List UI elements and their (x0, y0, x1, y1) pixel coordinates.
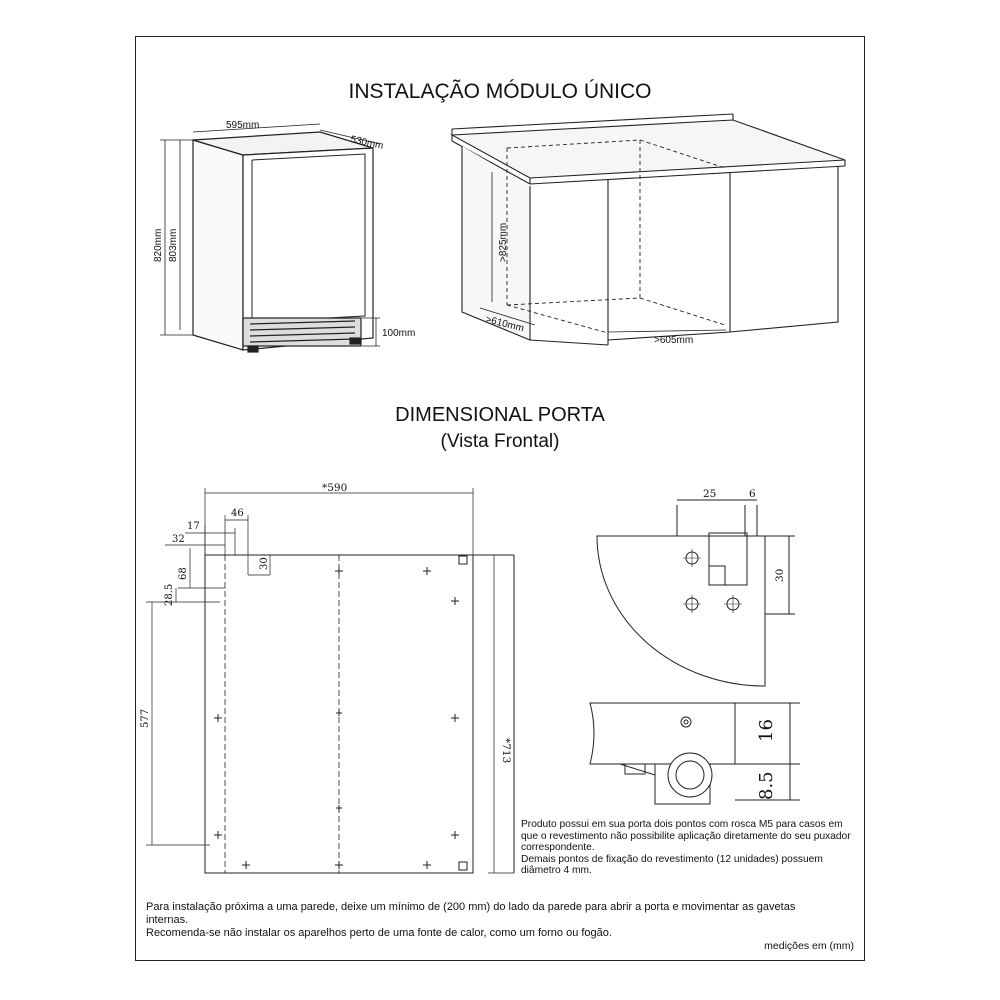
niche-dimension-lines (479, 172, 727, 333)
installation-notes: Para instalação próxima a uma parede, de… (146, 901, 836, 940)
handle-detail-view (596, 499, 795, 687)
door-dim-17: 17 (187, 521, 200, 532)
footer-note-wall: Para instalação próxima a uma parede, de… (146, 901, 796, 926)
section-dim-16: 16 (756, 719, 777, 742)
fridge-width-label: 595mm (226, 120, 259, 131)
door-note-m5: Produto possui em sua porta dois pontos … (521, 819, 851, 853)
door-dimension-lines (146, 488, 514, 874)
section-dim-8-5: 8.5 (756, 771, 777, 800)
niche-width-label: >605mm (654, 335, 693, 346)
door-dim-30: 30 (259, 557, 270, 570)
door-dim-68: 68 (178, 567, 189, 580)
fridge-base-label: 100mm (382, 328, 415, 339)
door-dim-32: 32 (172, 534, 185, 545)
door-front-view (204, 554, 515, 874)
door-dimensional-title: DIMENSIONAL PORTA (395, 404, 605, 426)
door-dim-28-5: 28.5 (164, 584, 175, 606)
detail-dim-6: 6 (749, 488, 756, 500)
fridge-dimension-lines (160, 123, 381, 347)
door-dim-46: 46 (231, 508, 244, 519)
door-view-subtitle: (Vista Frontal) (440, 431, 560, 452)
footer-note-heat: Recomenda-se não instalar os aparelhos p… (146, 927, 612, 939)
door-dim-577: 577 (140, 709, 151, 728)
door-note: Produto possui em sua porta dois pontos … (521, 819, 851, 877)
door-section-view (589, 702, 800, 805)
cabinet-niche-drawing (450, 113, 846, 346)
detail-dim-30: 30 (774, 569, 786, 582)
units-label: medições em (mm) (764, 940, 854, 952)
door-note-fixing: Demais pontos de fixação do revestimento… (521, 853, 823, 877)
door-width-label: *590 (322, 482, 347, 494)
installation-title: INSTALAÇÃO MÓDULO ÚNICO (348, 80, 652, 103)
fridge-drawing (192, 131, 374, 353)
fridge-body-height-label: 803mm (168, 229, 179, 262)
door-fixing-points (214, 567, 459, 869)
door-height-label: *713 (500, 738, 512, 763)
niche-height-label: >825mm (498, 223, 509, 262)
detail-dim-25: 25 (703, 488, 716, 500)
fridge-total-height-label: 820mm (153, 229, 164, 262)
drawing-frame (135, 36, 865, 961)
